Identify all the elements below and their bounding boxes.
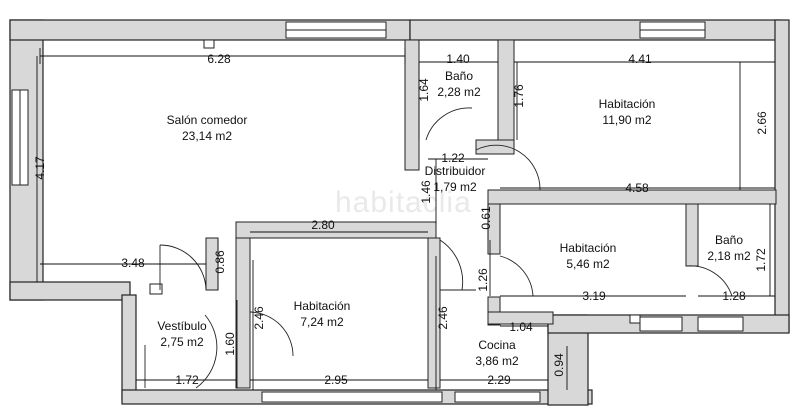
wall-bano1-bottom: [475, 139, 515, 155]
room-area-cocina: 3,86 m2: [475, 354, 519, 368]
room-area-bano1: 2,28 m2: [437, 85, 481, 99]
windows: [11, 21, 744, 403]
dim-172h: 1.72: [175, 373, 199, 387]
dim-348: 3.48: [121, 256, 145, 270]
room-area-distribuidor: 1,79 m2: [433, 180, 477, 194]
window-bano2: [697, 316, 744, 332]
wall-bottom-salon: [9, 281, 131, 301]
wall-hab-left-top: [235, 221, 437, 239]
dim-160: 1.60: [223, 332, 237, 356]
dim-176: 1.76: [512, 84, 526, 108]
dim-229: 2.29: [487, 373, 511, 387]
door-entrance: [195, 314, 218, 389]
dim-140: 1.40: [446, 52, 470, 66]
room-name-bano1: Baño: [445, 69, 473, 83]
wall-vestibule-left: [121, 294, 137, 401]
dim-295: 2.95: [324, 373, 348, 387]
room-area-salon: 23,14 m2: [182, 129, 232, 143]
wall-hab-left-rightwall: [427, 237, 441, 389]
doors: [144, 107, 733, 389]
door-hab-mid: [499, 255, 534, 297]
dim-146: 1.46: [419, 180, 433, 204]
watermark: habitaclia: [335, 186, 472, 219]
dim-164: 1.64: [417, 78, 431, 102]
room-area-vestibulo: 2,75 m2: [160, 335, 204, 349]
dim-417: 4.17: [33, 156, 47, 180]
dim-246b: 2.46: [436, 306, 450, 330]
room-labels: Salón comedor 23,14 m2 Baño 2,28 m2 Dist…: [157, 69, 751, 368]
dimension-labels-vertical: 4.17 1.64 1.76 2.66 1.46 0.61 0.86 1.72 …: [33, 78, 769, 377]
door-salon: [159, 244, 207, 291]
dim-441: 4.41: [628, 52, 652, 66]
dim-246a: 2.46: [252, 306, 266, 330]
dim-061: 0.61: [479, 206, 493, 230]
window-hab-left: [261, 391, 443, 403]
dim-628: 6.28: [207, 52, 231, 66]
wall-bano2-left: [685, 203, 699, 267]
wall-hab-left-leftwall: [235, 237, 251, 389]
door-hab-left: [439, 239, 464, 291]
dim-104: 1.04: [509, 320, 533, 334]
interior-walls: [205, 39, 777, 389]
wall-top-right: [409, 19, 781, 41]
dim-266: 2.66: [755, 111, 769, 135]
window-hab-mid: [639, 316, 683, 332]
door-hab-big: [475, 144, 541, 191]
room-name-vestibulo: Vestíbulo: [157, 319, 207, 333]
dim-458: 4.58: [625, 181, 649, 195]
room-name-salon: Salón comedor: [167, 113, 248, 127]
room-name-cocina: Cocina: [478, 338, 516, 352]
dim-172v: 1.72: [754, 248, 768, 272]
room-area-bano2: 2,18 m2: [707, 249, 751, 263]
dim-126: 1.26: [476, 268, 490, 292]
window-cocina: [454, 391, 541, 403]
room-name-hab-left: Habitación: [294, 299, 351, 313]
room-name-distribuidor: Distribuidor: [425, 164, 486, 178]
door-bano2: [685, 265, 733, 297]
dim-319: 3.19: [582, 289, 606, 303]
wall-kitchen-top: [487, 311, 554, 325]
dim-086: 0.86: [213, 250, 227, 274]
room-area-hab-left: 7,24 m2: [300, 315, 344, 329]
room-area-hab-mid: 5,46 m2: [566, 257, 610, 271]
room-area-hab-big: 11,90 m2: [602, 113, 651, 127]
pillars: [149, 39, 641, 324]
door-hab-left-2: [249, 311, 294, 357]
dimension-labels: 6.28 1.40 4.41 1.22 4.58 2.80 3.48 3.19 …: [121, 52, 746, 387]
dim-128: 1.28: [722, 289, 746, 303]
door-bano1: [425, 107, 473, 141]
dim-122: 1.22: [441, 151, 465, 165]
room-name-hab-mid: Habitación: [560, 241, 617, 255]
dim-280: 2.80: [311, 218, 335, 232]
room-name-bano2: Baño: [715, 233, 743, 247]
wall-hab-big-bottom: [487, 189, 777, 205]
room-name-hab-big: Habitación: [599, 97, 656, 111]
wall-right: [774, 19, 790, 333]
dim-094: 0.94: [552, 353, 566, 377]
dimension-lines: [36, 48, 775, 390]
wall-bano1-left: [404, 39, 420, 171]
